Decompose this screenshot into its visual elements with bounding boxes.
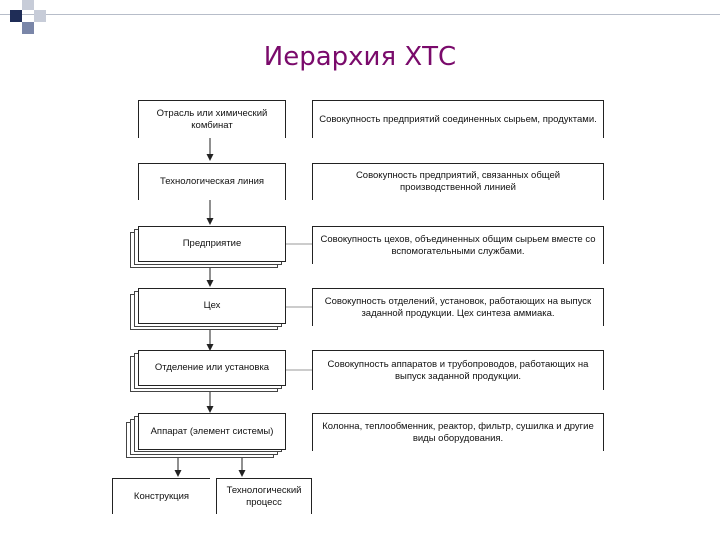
deco-square-light	[22, 0, 34, 10]
deco-square-light	[34, 10, 46, 22]
bottom-label: Технологический процесс	[226, 484, 302, 508]
level-description: Совокупность аппаратов и трубопроводов, …	[327, 358, 589, 382]
level-description: Совокупность цехов, объединенных общим с…	[320, 233, 596, 257]
level-box-enterprise: Предприятие	[138, 226, 286, 262]
level-label: Отделение или установка	[154, 362, 270, 373]
level-description-box: Совокупность отделений, установок, работ…	[312, 288, 604, 326]
level-label: Аппарат (элемент системы)	[150, 425, 274, 437]
level-description: Колонна, теплообменник, реактор, фильтр,…	[322, 420, 594, 444]
level-description-box: Совокупность предприятий соединенных сыр…	[312, 100, 604, 138]
level-box-apparatus: Аппарат (элемент системы)	[138, 413, 286, 450]
level-box-technological-line: Технологическая линия	[138, 163, 286, 200]
page-title: Иерархия ХТС	[263, 42, 457, 72]
level-label: Отрасль или химический комбинат	[156, 107, 268, 131]
deco-square-dark	[10, 10, 22, 22]
bottom-box-technological-process: Технологический процесс	[216, 478, 312, 514]
level-description-box: Совокупность предприятий, связанных обще…	[312, 163, 604, 200]
level-label: Предприятие	[182, 238, 242, 249]
level-description: Совокупность отделений, установок, работ…	[324, 295, 592, 319]
level-box-industry: Отрасль или химический комбинат	[138, 100, 286, 138]
bottom-box-construction: Конструкция	[112, 478, 210, 514]
level-label: Цех	[203, 300, 221, 311]
bottom-label: Конструкция	[133, 490, 190, 502]
level-description: Совокупность предприятий соединенных сыр…	[319, 113, 597, 125]
level-box-workshop: Цех	[138, 288, 286, 324]
level-description: Совокупность предприятий, связанных обще…	[355, 170, 561, 193]
deco-square-mid	[22, 22, 34, 34]
top-rule	[0, 14, 720, 15]
level-description-box: Колонна, теплообменник, реактор, фильтр,…	[312, 413, 604, 451]
level-description-box: Совокупность аппаратов и трубопроводов, …	[312, 350, 604, 390]
level-description-box: Совокупность цехов, объединенных общим с…	[312, 226, 604, 264]
level-box-department: Отделение или установка	[138, 350, 286, 386]
level-label: Технологическая линия	[159, 176, 265, 187]
